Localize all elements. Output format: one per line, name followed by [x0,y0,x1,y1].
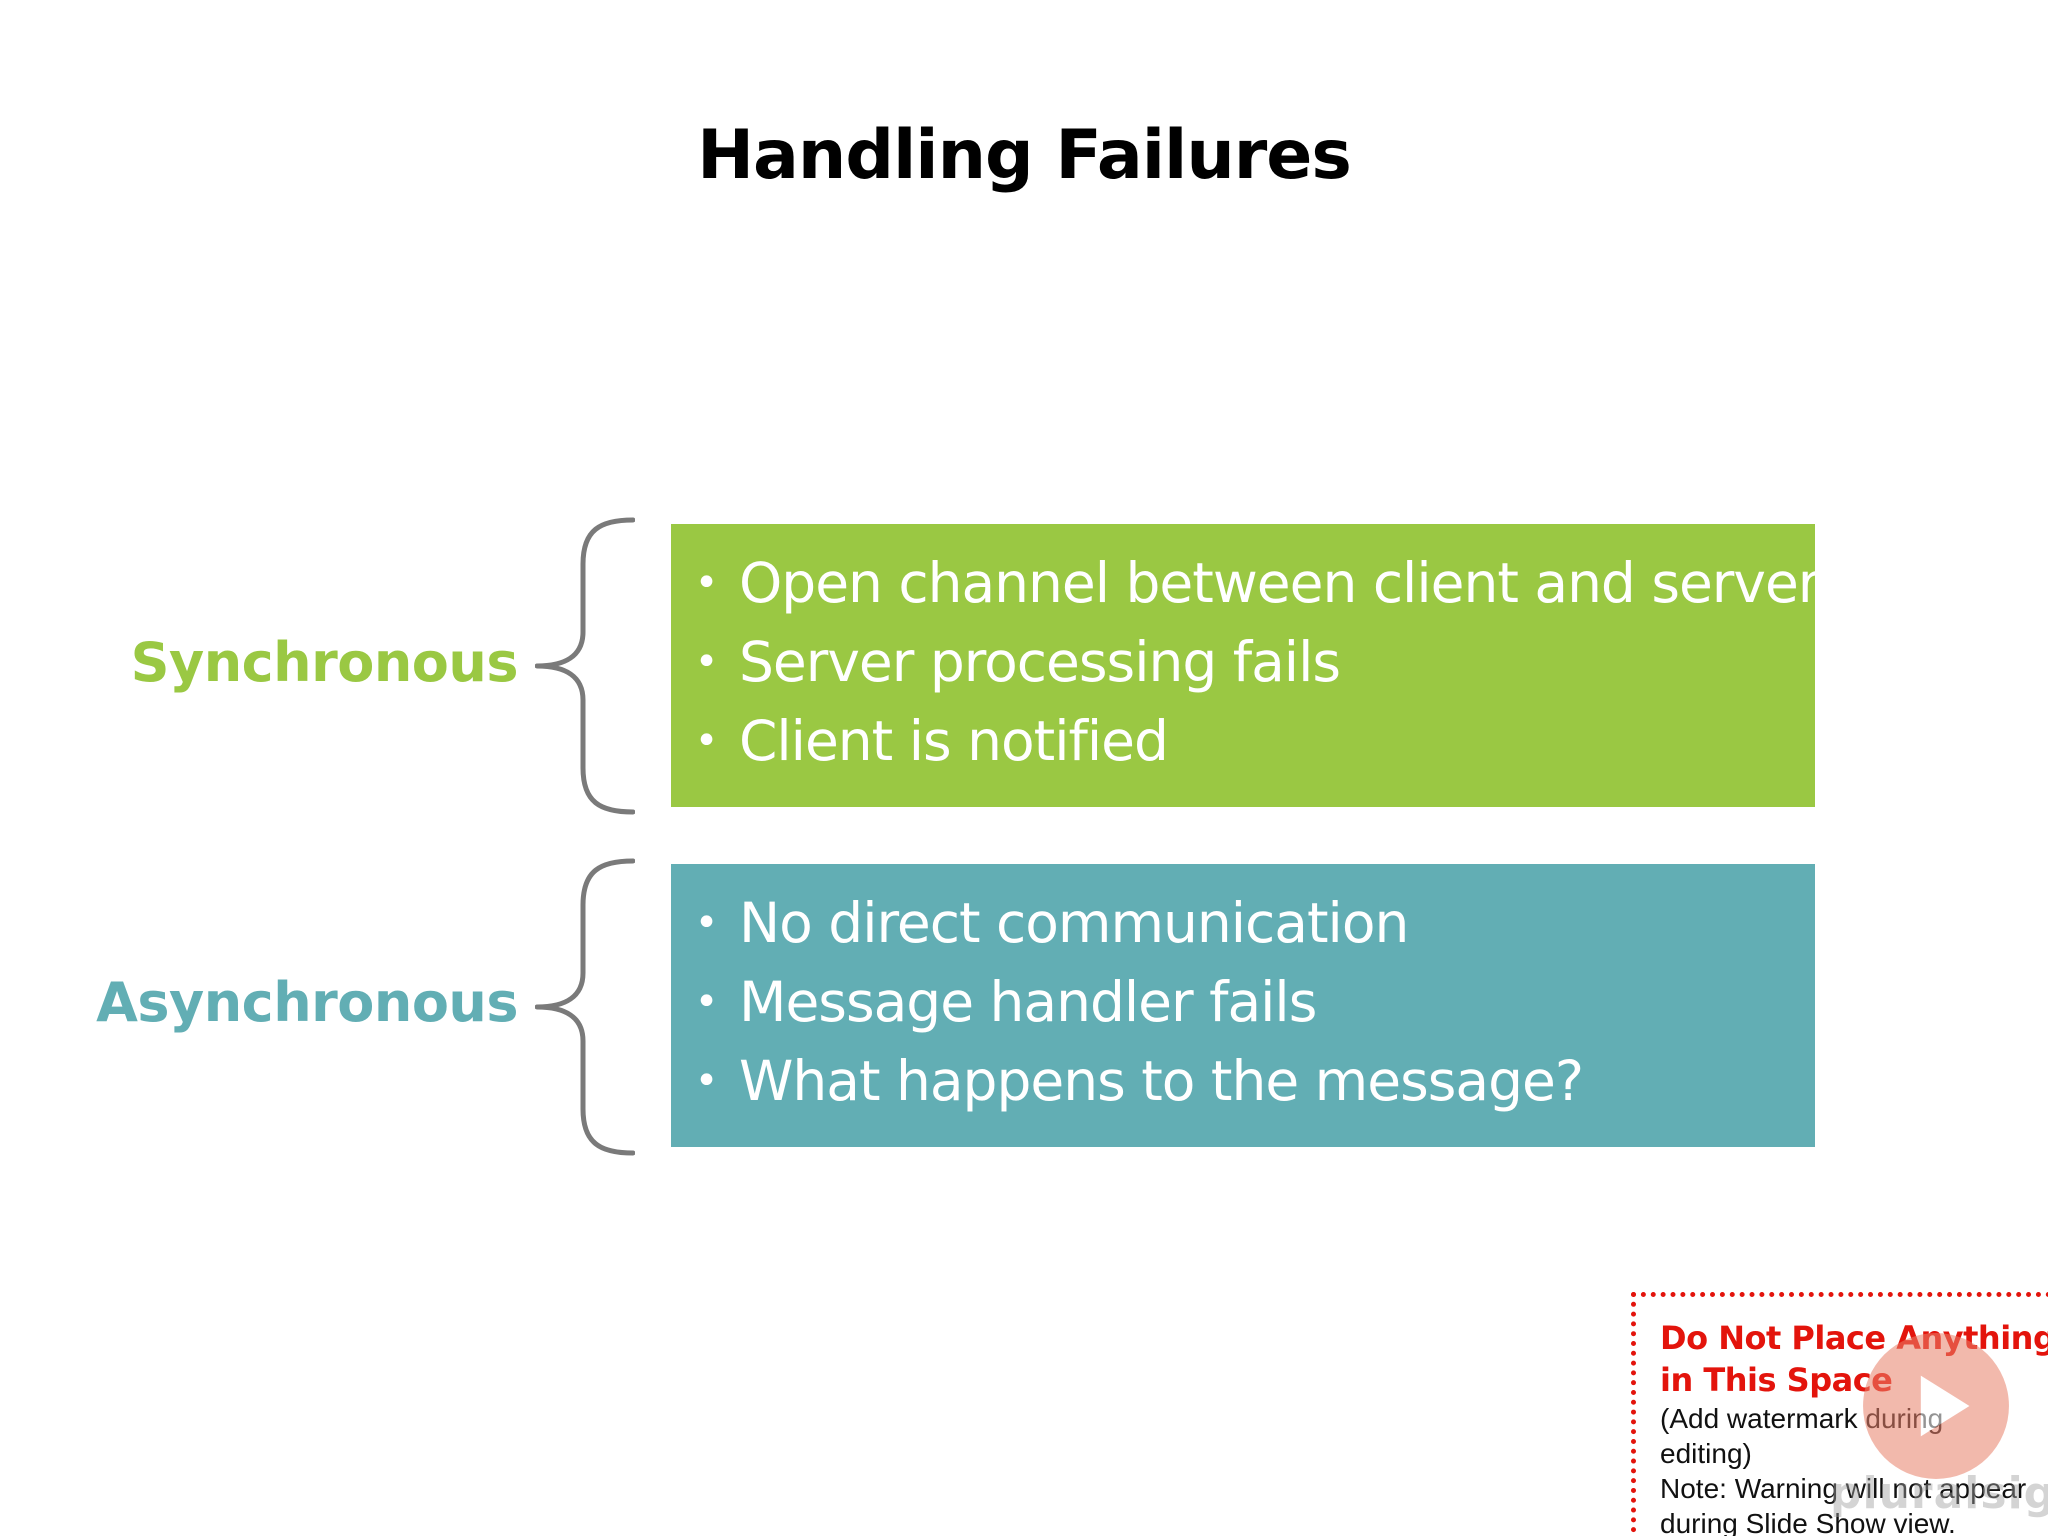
watermark-logo: pluralsight [1830,1468,2048,1519]
list-item: • No direct communication [671,884,1815,963]
brace-asynchronous-icon [535,858,635,1156]
bullet-icon: • [694,718,719,764]
synchronous-bullet-list: • Open channel between client and server… [671,544,1821,781]
bullet-icon: • [694,639,719,685]
bullet-text: Open channel between client and server [739,551,1820,615]
bullet-text: What happens to the message? [739,1049,1584,1113]
asynchronous-bullet-box: • No direct communication • Message hand… [671,864,1815,1147]
reserved-space-notice: Do Not Place Anything in This Space (Add… [1631,1292,2048,1536]
group-label-asynchronous: Asynchronous [96,971,518,1034]
bullet-text: Message handler fails [739,970,1317,1034]
notice-body: editing) [1660,1438,1752,1469]
list-item: • Client is notified [671,702,1815,781]
bullet-text: Client is notified [739,709,1169,773]
bullet-icon: • [694,560,719,606]
list-item: • Message handler fails [671,963,1815,1042]
bullet-text: Server processing fails [739,630,1341,694]
play-icon [1863,1333,2009,1479]
bullet-text: No direct communication [739,891,1409,955]
bullet-icon: • [694,979,719,1025]
list-item: • What happens to the message? [671,1042,1815,1121]
group-label-synchronous: Synchronous [130,631,519,694]
list-item: • Open channel between client and server [671,544,1821,623]
list-item: • Server processing fails [671,623,1815,702]
bullet-icon: • [694,900,719,946]
bullet-icon: • [694,1058,719,1104]
notice-heading: in This Space [1660,1361,1893,1399]
asynchronous-bullet-list: • No direct communication • Message hand… [671,884,1815,1121]
brace-synchronous-icon [535,517,635,815]
notice-body: during Slide Show view. [1660,1508,1956,1536]
synchronous-bullet-box: • Open channel between client and server… [671,524,1821,807]
slide-title: Handling Failures [697,116,1352,195]
notice-body: Note: Warning will not appear [1660,1473,2027,1504]
